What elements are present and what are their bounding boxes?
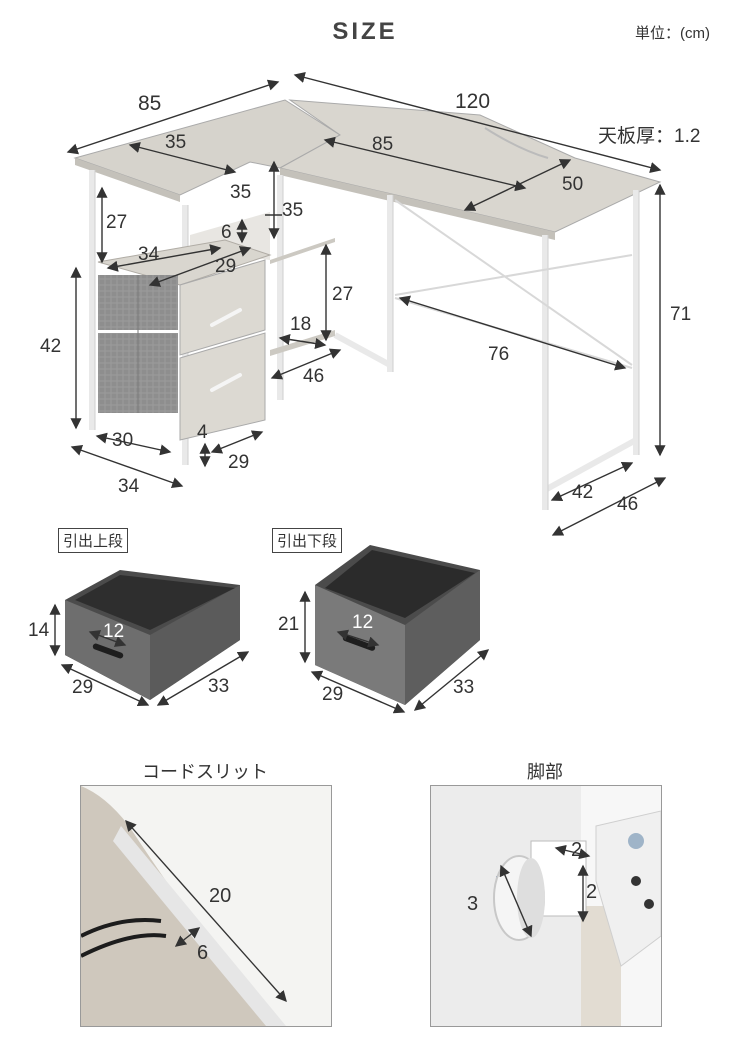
dim-mid-height: 27 (332, 284, 353, 305)
cabinet-side (179, 259, 266, 441)
dim-cabinet-height: 42 (40, 336, 61, 357)
dim-cabinet-width: 34 (138, 244, 160, 265)
dim-top-thickness: 天板厚：1.2 (598, 125, 700, 147)
dim-leg-depth: 42 (572, 482, 593, 503)
dim-low-shelf: 18 (290, 314, 311, 335)
cord-slit-width: 6 (197, 942, 208, 964)
dim-low-shelf-width: 46 (303, 366, 324, 387)
page-title: SIZE (332, 18, 398, 45)
leg-diameter: 3 (467, 893, 478, 915)
fabric-drawers (98, 275, 178, 413)
dim-shelf-depth: 35 (165, 132, 186, 153)
dim-right-depth: 46 (617, 494, 638, 515)
dim-left-width: 85 (138, 92, 161, 115)
dim-cabinet-depth: 29 (215, 256, 236, 277)
dim-base-total: 34 (118, 476, 140, 497)
drawer-lower-height: 21 (278, 614, 299, 635)
drawer-upper-label: 引出上段 (58, 528, 129, 553)
cord-slit-photo: 20 6 (80, 785, 332, 1027)
dim-cabinet-gap: 6 (221, 222, 232, 243)
drawer-lower-label: 引出下段 (272, 528, 343, 553)
dim-foot: 4 (197, 422, 208, 443)
dim-right-width: 120 (455, 90, 490, 113)
dim-slot-depth: 50 (562, 174, 583, 195)
dim-base-depth: 29 (228, 452, 249, 473)
drawer-upper-depth: 33 (208, 676, 229, 697)
unit-label: 単位：(cm) (635, 25, 710, 42)
dim-shelf-top-depth: 35 (230, 182, 251, 203)
dim-total-height: 71 (670, 304, 691, 325)
drawer-upper-height: 14 (28, 620, 50, 641)
cord-slit-length: 20 (209, 885, 231, 907)
dim-span: 76 (488, 344, 509, 365)
drawer-lower-handle: 12 (352, 612, 373, 633)
leg-caption: 脚部 (527, 762, 563, 782)
drawer-lower-width: 29 (322, 684, 343, 705)
drawer-upper-width: 29 (72, 677, 93, 698)
drawer-upper-handle: 12 (103, 621, 124, 642)
dim-shelf-top-height: 27 (106, 212, 127, 233)
leg-bracket-width: 2 (571, 839, 582, 861)
dim-slot-length: 85 (372, 134, 393, 155)
cord-slit-caption: コードスリット (142, 762, 268, 782)
leg-bracket-height: 2 (586, 881, 597, 903)
leg-photo: 3 2 2 (430, 785, 662, 1027)
dim-base-width: 30 (112, 430, 133, 451)
dim-side-height: 35 (282, 200, 303, 221)
drawer-lower-depth: 33 (453, 677, 474, 698)
desk-top-left (73, 99, 341, 202)
